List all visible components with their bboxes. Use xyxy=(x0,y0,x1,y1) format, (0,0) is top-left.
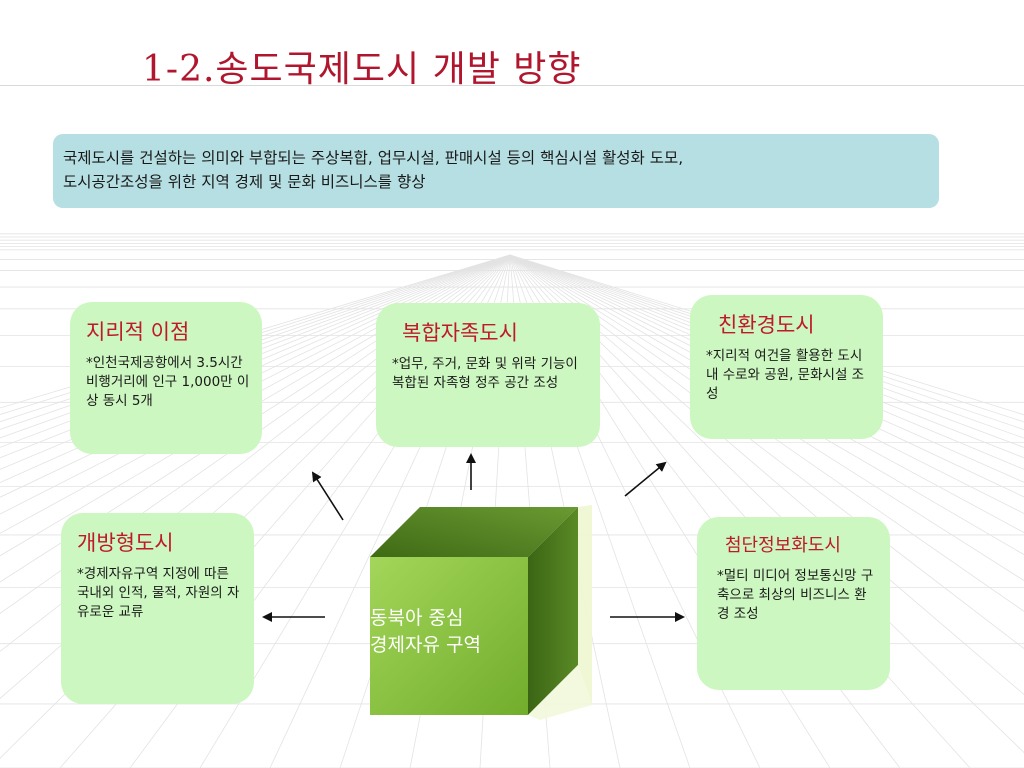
title-divider xyxy=(0,85,1024,86)
cube-side-highlight xyxy=(578,505,592,705)
box-body: *지리적 여건을 활용한 도시내 수로와 공원, 문화시설 조성 xyxy=(706,348,865,402)
center-cube xyxy=(370,505,592,720)
box-heading: 첨단정보화도시 xyxy=(725,535,841,556)
cube-side-highlight-edge xyxy=(528,665,592,720)
box-heading: 복합자족도시 xyxy=(402,321,518,345)
arrow-to-eco-city xyxy=(624,461,667,497)
box-geographic-advantage: 지리적 이점 *인천국제공항에서 3.5시간 비행거리에 인구 1,000만 이… xyxy=(70,302,262,454)
box-body: *업무, 주거, 문화 및 위락 기능이 복합된 자족형 정주 공간 조성 xyxy=(392,356,578,391)
summary-banner: 국제도시를 건설하는 의미와 부합되는 주상복합, 업무시설, 판매시설 등의 … xyxy=(53,134,939,208)
center-label-line-1: 동북아 중심 xyxy=(370,607,464,629)
summary-line-1: 국제도시를 건설하는 의미와 부합되는 주상복합, 업무시설, 판매시설 등의 … xyxy=(63,149,684,167)
box-open-city: 개방형도시 *경제자유구역 지정에 따른 국내외 인적, 물적, 자원의 자유로… xyxy=(61,513,254,704)
page-title: 1-2.송도국제도시 개발 방향 xyxy=(142,49,582,90)
box-smart-info-city: 첨단정보화도시 *멀티 미디어 정보통신망 구축으로 최상의 비즈니스 환경 조… xyxy=(697,517,890,690)
box-body: *멀티 미디어 정보통신망 구축으로 최상의 비즈니스 환경 조성 xyxy=(717,568,874,622)
cube-front-face xyxy=(370,557,528,715)
box-heading: 친환경도시 xyxy=(718,313,815,337)
cube-side-face xyxy=(528,507,578,715)
box-heading: 개방형도시 xyxy=(77,531,174,555)
box-heading: 지리적 이점 xyxy=(86,320,190,344)
center-label: 동북아 중심 경제자유 구역 xyxy=(370,605,530,659)
center-label-line-2: 경제자유 구역 xyxy=(370,634,481,656)
box-eco-city: 친환경도시 *지리적 여건을 활용한 도시내 수로와 공원, 문화시설 조성 xyxy=(690,295,883,439)
cube-top-face xyxy=(370,507,578,557)
arrow-to-geographic-advantage xyxy=(311,471,344,521)
summary-line-2: 도시공간조성을 위한 지역 경제 및 문화 비즈니스를 향상 xyxy=(63,173,426,191)
box-body: *인천국제공항에서 3.5시간 비행거리에 인구 1,000만 이상 동시 5개 xyxy=(86,355,250,409)
box-body: *경제자유구역 지정에 따른 국내외 인적, 물적, 자원의 자유로운 교류 xyxy=(77,566,240,620)
box-self-sufficient-city: 복합자족도시 *업무, 주거, 문화 및 위락 기능이 복합된 자족형 정주 공… xyxy=(376,303,600,447)
